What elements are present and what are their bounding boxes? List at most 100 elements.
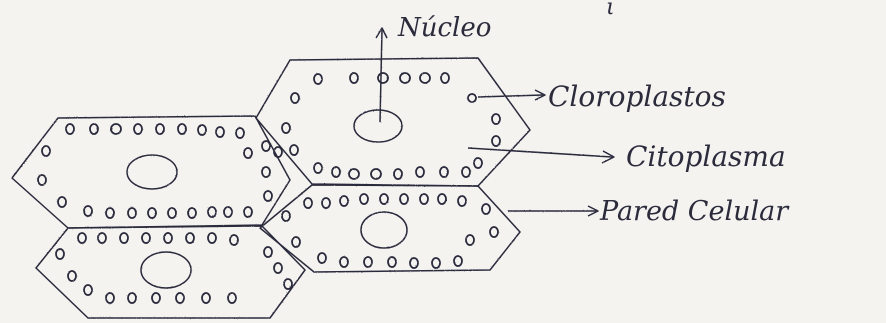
chloroplast bbox=[432, 258, 440, 268]
chloroplast bbox=[349, 169, 359, 179]
nucleus-left bbox=[127, 155, 177, 189]
chloroplast bbox=[482, 204, 490, 214]
chloroplast bbox=[156, 124, 164, 134]
chloroplast bbox=[56, 249, 64, 259]
chloroplast bbox=[164, 233, 172, 243]
cell-wall-left bbox=[12, 116, 290, 228]
cytoplasm-label: Citoplasma bbox=[626, 140, 786, 173]
chloroplast bbox=[388, 257, 396, 267]
chloroplast bbox=[244, 207, 252, 217]
nucleus-bottom bbox=[141, 252, 191, 288]
nucleus-label: Núcleo bbox=[397, 13, 491, 43]
chloroplast bbox=[262, 167, 270, 177]
chloroplast bbox=[186, 233, 194, 243]
chloroplast bbox=[400, 73, 410, 83]
chloroplast bbox=[340, 257, 348, 267]
chloroplast bbox=[134, 124, 142, 134]
chloroplast bbox=[84, 206, 92, 216]
chloroplast bbox=[292, 237, 300, 247]
chloroplast bbox=[262, 141, 270, 151]
cytoplasm-arrow bbox=[468, 148, 614, 163]
chloroplast bbox=[490, 227, 498, 237]
chloroplast bbox=[282, 211, 290, 221]
chloroplast bbox=[142, 233, 150, 243]
chloroplast bbox=[208, 233, 216, 243]
cell-wall-arrow bbox=[508, 206, 598, 216]
chloroplast bbox=[454, 256, 462, 266]
chloroplast bbox=[364, 257, 372, 267]
chloroplast bbox=[90, 124, 98, 134]
chloroplast bbox=[208, 207, 216, 217]
chloroplast bbox=[38, 175, 46, 185]
chloroplast bbox=[322, 198, 330, 208]
chloroplast bbox=[148, 208, 156, 218]
chloroplast bbox=[178, 124, 186, 134]
chloroplast bbox=[264, 191, 272, 201]
chloroplast bbox=[230, 235, 238, 245]
chloroplast bbox=[371, 169, 381, 179]
chloroplast bbox=[236, 128, 244, 138]
chloroplast bbox=[291, 93, 299, 103]
chloroplast bbox=[420, 194, 428, 204]
chloroplast bbox=[380, 194, 388, 204]
chloroplast bbox=[458, 196, 466, 206]
chloroplast bbox=[111, 124, 121, 134]
chloroplasts bbox=[38, 73, 500, 303]
chloroplast bbox=[474, 158, 482, 168]
chloroplast bbox=[462, 167, 470, 177]
chloroplast bbox=[410, 258, 418, 268]
chloroplast bbox=[416, 167, 424, 177]
chloroplast bbox=[274, 263, 282, 273]
chloroplast bbox=[441, 73, 449, 83]
chloroplast bbox=[66, 124, 74, 134]
chloroplast bbox=[440, 167, 448, 177]
chloroplast bbox=[188, 208, 196, 218]
chloroplast bbox=[68, 271, 76, 281]
chloroplast bbox=[176, 293, 184, 303]
chloroplast bbox=[42, 146, 50, 156]
chloroplast bbox=[98, 233, 106, 243]
chloroplast bbox=[84, 285, 92, 295]
chloroplast bbox=[360, 194, 368, 204]
chloroplast bbox=[152, 293, 160, 303]
chloroplast bbox=[106, 293, 114, 303]
chloroplast bbox=[318, 253, 326, 263]
chloroplast bbox=[378, 73, 388, 83]
chloroplast bbox=[332, 167, 340, 177]
chloroplasts-label: Cloroplastos bbox=[548, 80, 726, 113]
chloroplast bbox=[128, 293, 136, 303]
chloroplast bbox=[492, 136, 500, 146]
chloroplast bbox=[350, 73, 358, 83]
chloroplast bbox=[304, 198, 312, 208]
chloroplast bbox=[224, 207, 232, 217]
chloroplast bbox=[282, 123, 290, 133]
chloroplast bbox=[314, 74, 322, 84]
chloroplast bbox=[314, 163, 322, 173]
nucleus-top bbox=[354, 110, 402, 142]
chloroplast bbox=[120, 233, 128, 243]
chloroplast bbox=[438, 194, 446, 204]
cell-wall-label: Pared Celular bbox=[599, 196, 790, 227]
chloroplast bbox=[202, 293, 210, 303]
chloroplast bbox=[284, 279, 292, 289]
nucleus-arrow bbox=[376, 28, 387, 122]
chloroplast bbox=[340, 196, 348, 206]
cell-wall-middle-right bbox=[260, 185, 520, 272]
chloroplast bbox=[58, 197, 66, 207]
chloroplast bbox=[290, 145, 298, 155]
stray-mark: ι bbox=[606, 0, 615, 20]
chloroplast bbox=[78, 233, 86, 243]
chloroplast bbox=[198, 125, 206, 135]
chloroplast bbox=[492, 114, 500, 124]
chloroplast bbox=[264, 247, 272, 257]
chloroplast bbox=[244, 148, 252, 158]
nucleus-right bbox=[361, 212, 407, 248]
chloroplast bbox=[466, 235, 474, 245]
chloroplast bbox=[216, 127, 224, 137]
chloroplast bbox=[228, 293, 236, 303]
cell-wall-bottom bbox=[36, 226, 305, 318]
chloroplast bbox=[168, 208, 176, 218]
chloroplast bbox=[400, 194, 408, 204]
